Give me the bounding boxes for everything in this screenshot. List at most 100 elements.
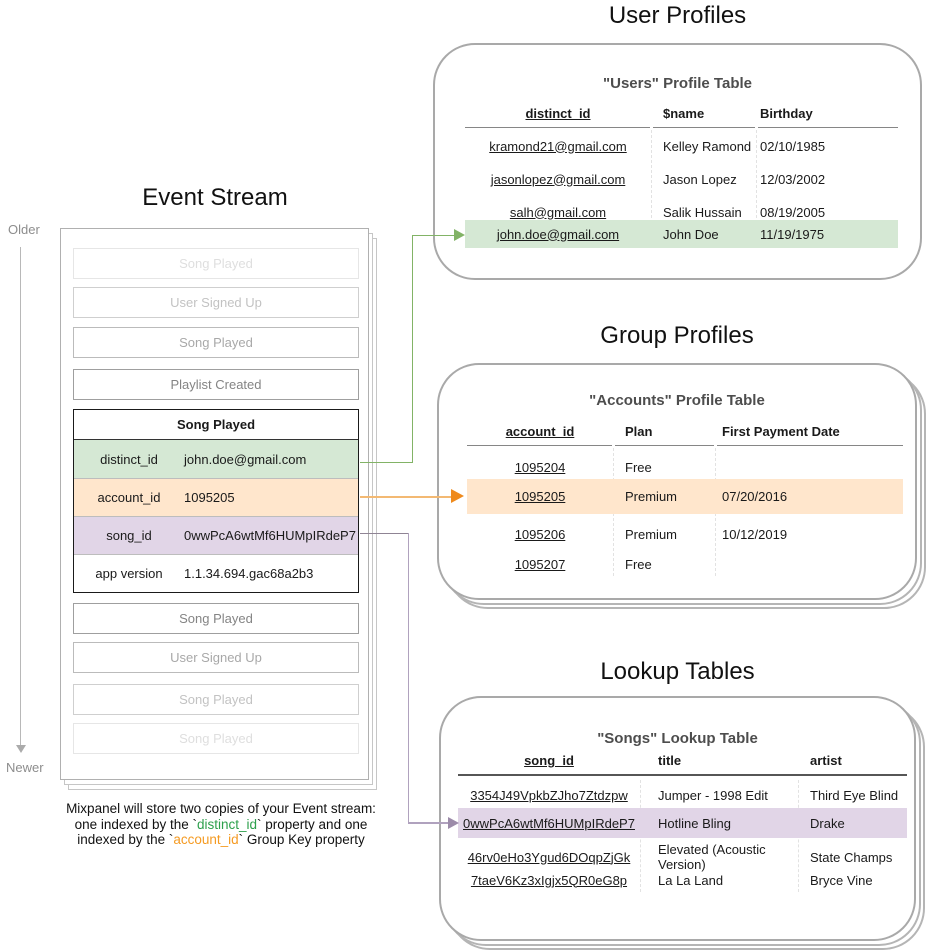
cell-account-id: 1095206 — [514, 526, 566, 542]
event-item: Song Played — [73, 603, 359, 634]
column-header-birthday: Birthday — [756, 104, 898, 128]
cell-account-id: 1095207 — [514, 556, 566, 572]
event-item: User Signed Up — [73, 642, 359, 673]
cell-name: John Doe — [663, 226, 719, 242]
cell-distinct-id: jasonlopez@gmail.com — [490, 171, 626, 187]
column-header-distinct-id: distinct_id — [465, 104, 651, 128]
caption-line-2: one indexed by the `distinct_id` propert… — [74, 816, 368, 832]
cell-song-id: 7taeV6Kz3xIgjx5QR0eG8p — [470, 872, 628, 888]
cell-first-payment-date — [715, 452, 903, 482]
column-header-name: $name — [651, 104, 756, 128]
event-property-app-version: app version 1.1.34.694.gac68a2b3 — [74, 554, 358, 592]
purple-connector-line — [407, 822, 450, 824]
cell-title: Elevated (Acoustic Version) — [658, 842, 766, 872]
green-connector-line — [411, 234, 456, 236]
cell-song-id: 0wwPcA6wtMf6HUMpIRdeP7 — [463, 815, 635, 831]
property-key: app version — [95, 566, 163, 581]
purple-connector-line — [360, 532, 409, 534]
green-arrowhead-icon — [454, 229, 465, 241]
cell-name: Jason Lopez — [663, 171, 737, 187]
accounts-table-row: 1095204 Free — [467, 452, 903, 482]
cell-account-id: 1095204 — [514, 459, 566, 475]
newer-label: Newer — [6, 760, 44, 775]
event-name: Song Played — [74, 410, 358, 440]
event-property-distinct-id: distinct_id john.doe@gmail.com — [74, 440, 358, 478]
users-table-row: kramond21@gmail.com Kelley Ramond 02/10/… — [465, 131, 898, 161]
songs-table-row: 46rv0eHo3Ygud6DOqpZjGk Elevated (Acousti… — [458, 842, 907, 872]
cell-artist: Drake — [810, 815, 845, 831]
column-header-title: title — [640, 752, 798, 776]
event-stream-title: Event Stream — [142, 184, 288, 211]
event-item: Song Played — [73, 723, 359, 754]
purple-arrowhead-icon — [448, 817, 459, 829]
users-table-row-highlighted: john.doe@gmail.com John Doe 11/19/1975 — [465, 220, 898, 248]
cell-plan: Free — [625, 556, 652, 572]
property-key: song_id — [106, 528, 152, 543]
accounts-table-row: 1095206 Premium 10/12/2019 — [467, 519, 903, 549]
event-item: Song Played — [73, 327, 359, 358]
songs-table-row: 3354J49VpkbZJho7Ztdzpw Jumper - 1998 Edi… — [458, 781, 907, 809]
cell-birthday: 02/10/1985 — [760, 138, 826, 154]
cell-title: Hotline Bling — [658, 815, 731, 831]
column-separator — [756, 130, 757, 248]
expanded-event-card: Song Played distinct_id john.doe@gmail.c… — [73, 409, 359, 593]
distinct-id-keyword: distinct_id — [196, 816, 258, 832]
event-item: Playlist Created — [73, 369, 359, 400]
cell-title: Jumper - 1998 Edit — [658, 787, 768, 803]
property-value: 1095205 — [184, 490, 235, 505]
accounts-table-header: account_id Plan First Payment Date — [467, 422, 903, 446]
songs-table-row: 7taeV6Kz3xIgjx5QR0eG8p La La Land Bryce … — [458, 866, 907, 894]
header-line-gap — [650, 125, 653, 129]
cell-artist: State Champs — [810, 849, 893, 865]
songs-table-title: "Songs" Lookup Table — [597, 730, 758, 747]
property-key: account_id — [97, 490, 161, 505]
songs-table-row-highlighted: 0wwPcA6wtMf6HUMpIRdeP7 Hotline Bling Dra… — [458, 808, 907, 838]
songs-table-header: song_id title artist — [458, 752, 907, 776]
event-item: Song Played — [73, 684, 359, 715]
users-table-header: distinct_id $name Birthday — [465, 104, 898, 128]
cell-first-payment-date: 10/12/2019 — [722, 526, 788, 542]
column-header-artist: artist — [798, 752, 907, 776]
column-separator — [651, 130, 652, 248]
accounts-table-title: "Accounts" Profile Table — [589, 392, 765, 409]
orange-arrowhead-icon — [451, 489, 464, 503]
lookup-tables-title: Lookup Tables — [600, 658, 755, 685]
accounts-table-row-highlighted: 1095205 Premium 07/20/2016 — [467, 479, 903, 514]
user-profiles-title: User Profiles — [608, 2, 747, 29]
timeline-arrow-down-icon — [16, 745, 26, 753]
cell-distinct-id: salh@gmail.com — [509, 204, 607, 220]
green-connector-line — [360, 461, 413, 463]
cell-distinct-id: john.doe@gmail.com — [496, 226, 620, 242]
cell-song-id: 46rv0eHo3Ygud6DOqpZjGk — [467, 849, 631, 865]
accounts-table-row: 1095207 Free — [467, 549, 903, 579]
event-stream-caption: Mixpanel will store two copies of your E… — [25, 801, 417, 848]
cell-artist: Third Eye Blind — [810, 787, 899, 803]
account-id-keyword: account_id — [173, 832, 239, 847]
cell-plan: Free — [625, 459, 652, 475]
older-label: Older — [8, 222, 40, 237]
timeline-line — [20, 247, 21, 747]
property-value: 0wwPcA6wtMf6HUMpIRdeP7 — [184, 528, 356, 543]
cell-birthday: 11/19/1975 — [760, 226, 825, 242]
cell-song-id: 3354J49VpkbZJho7Ztdzpw — [470, 787, 628, 803]
header-line-gap — [612, 443, 615, 447]
cell-account-id: 1095205 — [514, 489, 566, 504]
green-connector-line — [411, 235, 413, 463]
cell-birthday: 12/03/2002 — [760, 171, 826, 187]
header-line-gap — [714, 443, 717, 447]
users-table-title: "Users" Profile Table — [603, 75, 752, 92]
event-property-song-id: song_id 0wwPcA6wtMf6HUMpIRdeP7 — [74, 516, 358, 554]
users-table-row: jasonlopez@gmail.com Jason Lopez 12/03/2… — [465, 164, 898, 194]
column-header-song-id: song_id — [458, 752, 640, 776]
cell-first-payment-date — [715, 549, 903, 579]
cell-distinct-id: kramond21@gmail.com — [489, 138, 627, 154]
orange-connector-line — [360, 495, 452, 498]
cell-title: La La Land — [658, 872, 724, 888]
property-value: john.doe@gmail.com — [184, 451, 307, 467]
cell-plan: Premium — [625, 489, 678, 504]
column-header-plan: Plan — [613, 422, 715, 446]
property-value: 1.1.34.694.gac68a2b3 — [184, 566, 314, 581]
cell-artist: Bryce Vine — [810, 872, 873, 888]
cell-first-payment-date: 07/20/2016 — [722, 489, 788, 504]
